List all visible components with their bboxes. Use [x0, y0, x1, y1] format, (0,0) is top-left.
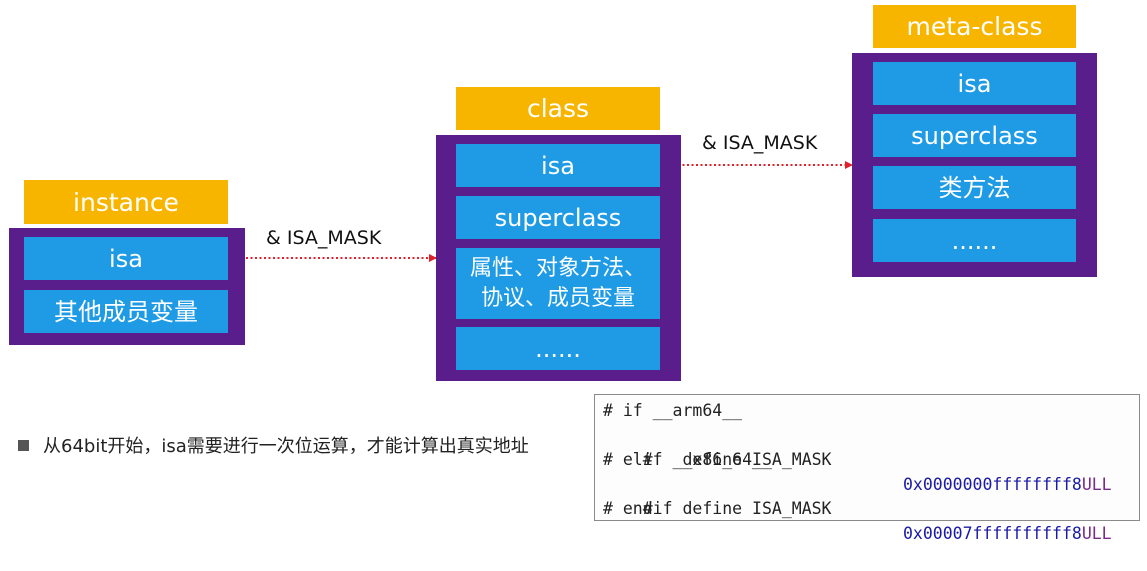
code-line: # if __arm64__ — [603, 401, 743, 420]
class-superclass-slot: superclass — [456, 196, 660, 239]
meta-class-isa-slot: isa — [873, 62, 1076, 105]
class-title: class — [456, 87, 660, 130]
code-line: # define ISA_MASK 0x00007ffffffffff8ULL — [603, 473, 1139, 543]
arrow-label-instance-to-class: & ISA_MASK — [266, 227, 382, 249]
code-mask-value: 0x0000000ffffffff8ULL — [903, 474, 1112, 494]
square-bullet-icon — [18, 439, 29, 451]
class-isa-slot: isa — [456, 144, 660, 187]
instance-other-members-slot: 其他成员变量 — [24, 290, 228, 333]
bullet-note-text: 从64bit开始，isa需要进行一次位运算，才能计算出真实地址 — [43, 436, 529, 457]
bullet-note: 从64bit开始，isa需要进行一次位运算，才能计算出真实地址 — [18, 432, 529, 458]
meta-class-superclass-slot: superclass — [873, 114, 1076, 157]
isa-mask-code-block: # if __arm64__ # define ISA_MASK 0x00000… — [594, 394, 1140, 543]
code-line: # endif — [603, 499, 673, 518]
code-line: # define ISA_MASK 0x0000000ffffffff8ULL — [603, 424, 1139, 494]
code-line: # elif __x86_64__ — [603, 450, 772, 469]
class-more-slot: ...... — [456, 327, 660, 370]
code-define-text: # define ISA_MASK — [642, 450, 832, 469]
meta-class-more-slot: ...... — [873, 219, 1076, 262]
arrow-label-class-to-meta-class: & ISA_MASK — [702, 132, 818, 154]
code-mask-value: 0x00007ffffffffff8ULL — [903, 523, 1112, 543]
instance-title: instance — [24, 180, 228, 224]
meta-class-class-methods-slot: 类方法 — [873, 166, 1076, 209]
meta-class-title: meta-class — [873, 5, 1076, 48]
code-define-text: # define ISA_MASK — [642, 499, 832, 518]
instance-isa-slot: isa — [24, 237, 228, 280]
class-properties-methods-slot: 属性、对象方法、 协议、成员变量 — [456, 248, 660, 319]
